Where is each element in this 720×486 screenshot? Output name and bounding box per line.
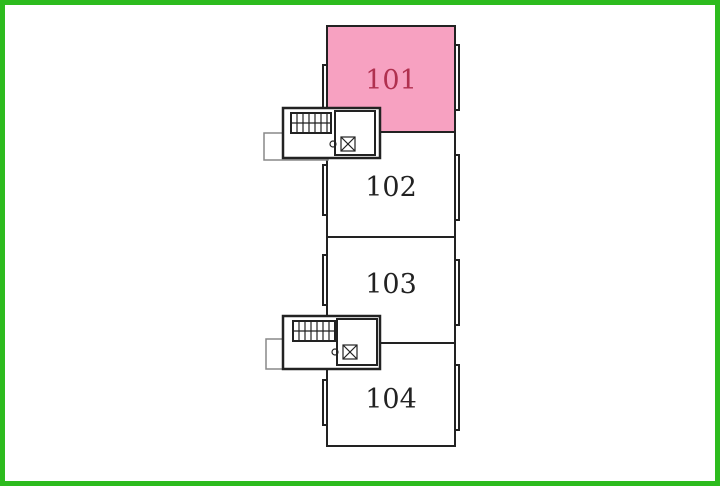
stair-icon bbox=[292, 320, 336, 342]
upper-core bbox=[263, 106, 382, 161]
floor-plan: 101 102 103 104 bbox=[263, 25, 460, 447]
unit-102[interactable]: 102 bbox=[326, 131, 456, 238]
wall-notches bbox=[322, 44, 460, 431]
lower-core bbox=[265, 314, 382, 371]
unit-102-room[interactable] bbox=[326, 131, 456, 238]
unit-104-label: 104 bbox=[365, 384, 417, 415]
elevator-icon bbox=[329, 136, 356, 152]
unit-102-label: 102 bbox=[365, 172, 417, 203]
unit-104-room[interactable] bbox=[326, 342, 456, 447]
unit-103-label: 103 bbox=[365, 269, 417, 300]
stair-icon bbox=[290, 112, 332, 134]
unit-101-label: 101 bbox=[365, 65, 417, 96]
unit-104[interactable]: 104 bbox=[326, 342, 456, 447]
elevator-icon bbox=[331, 344, 358, 360]
